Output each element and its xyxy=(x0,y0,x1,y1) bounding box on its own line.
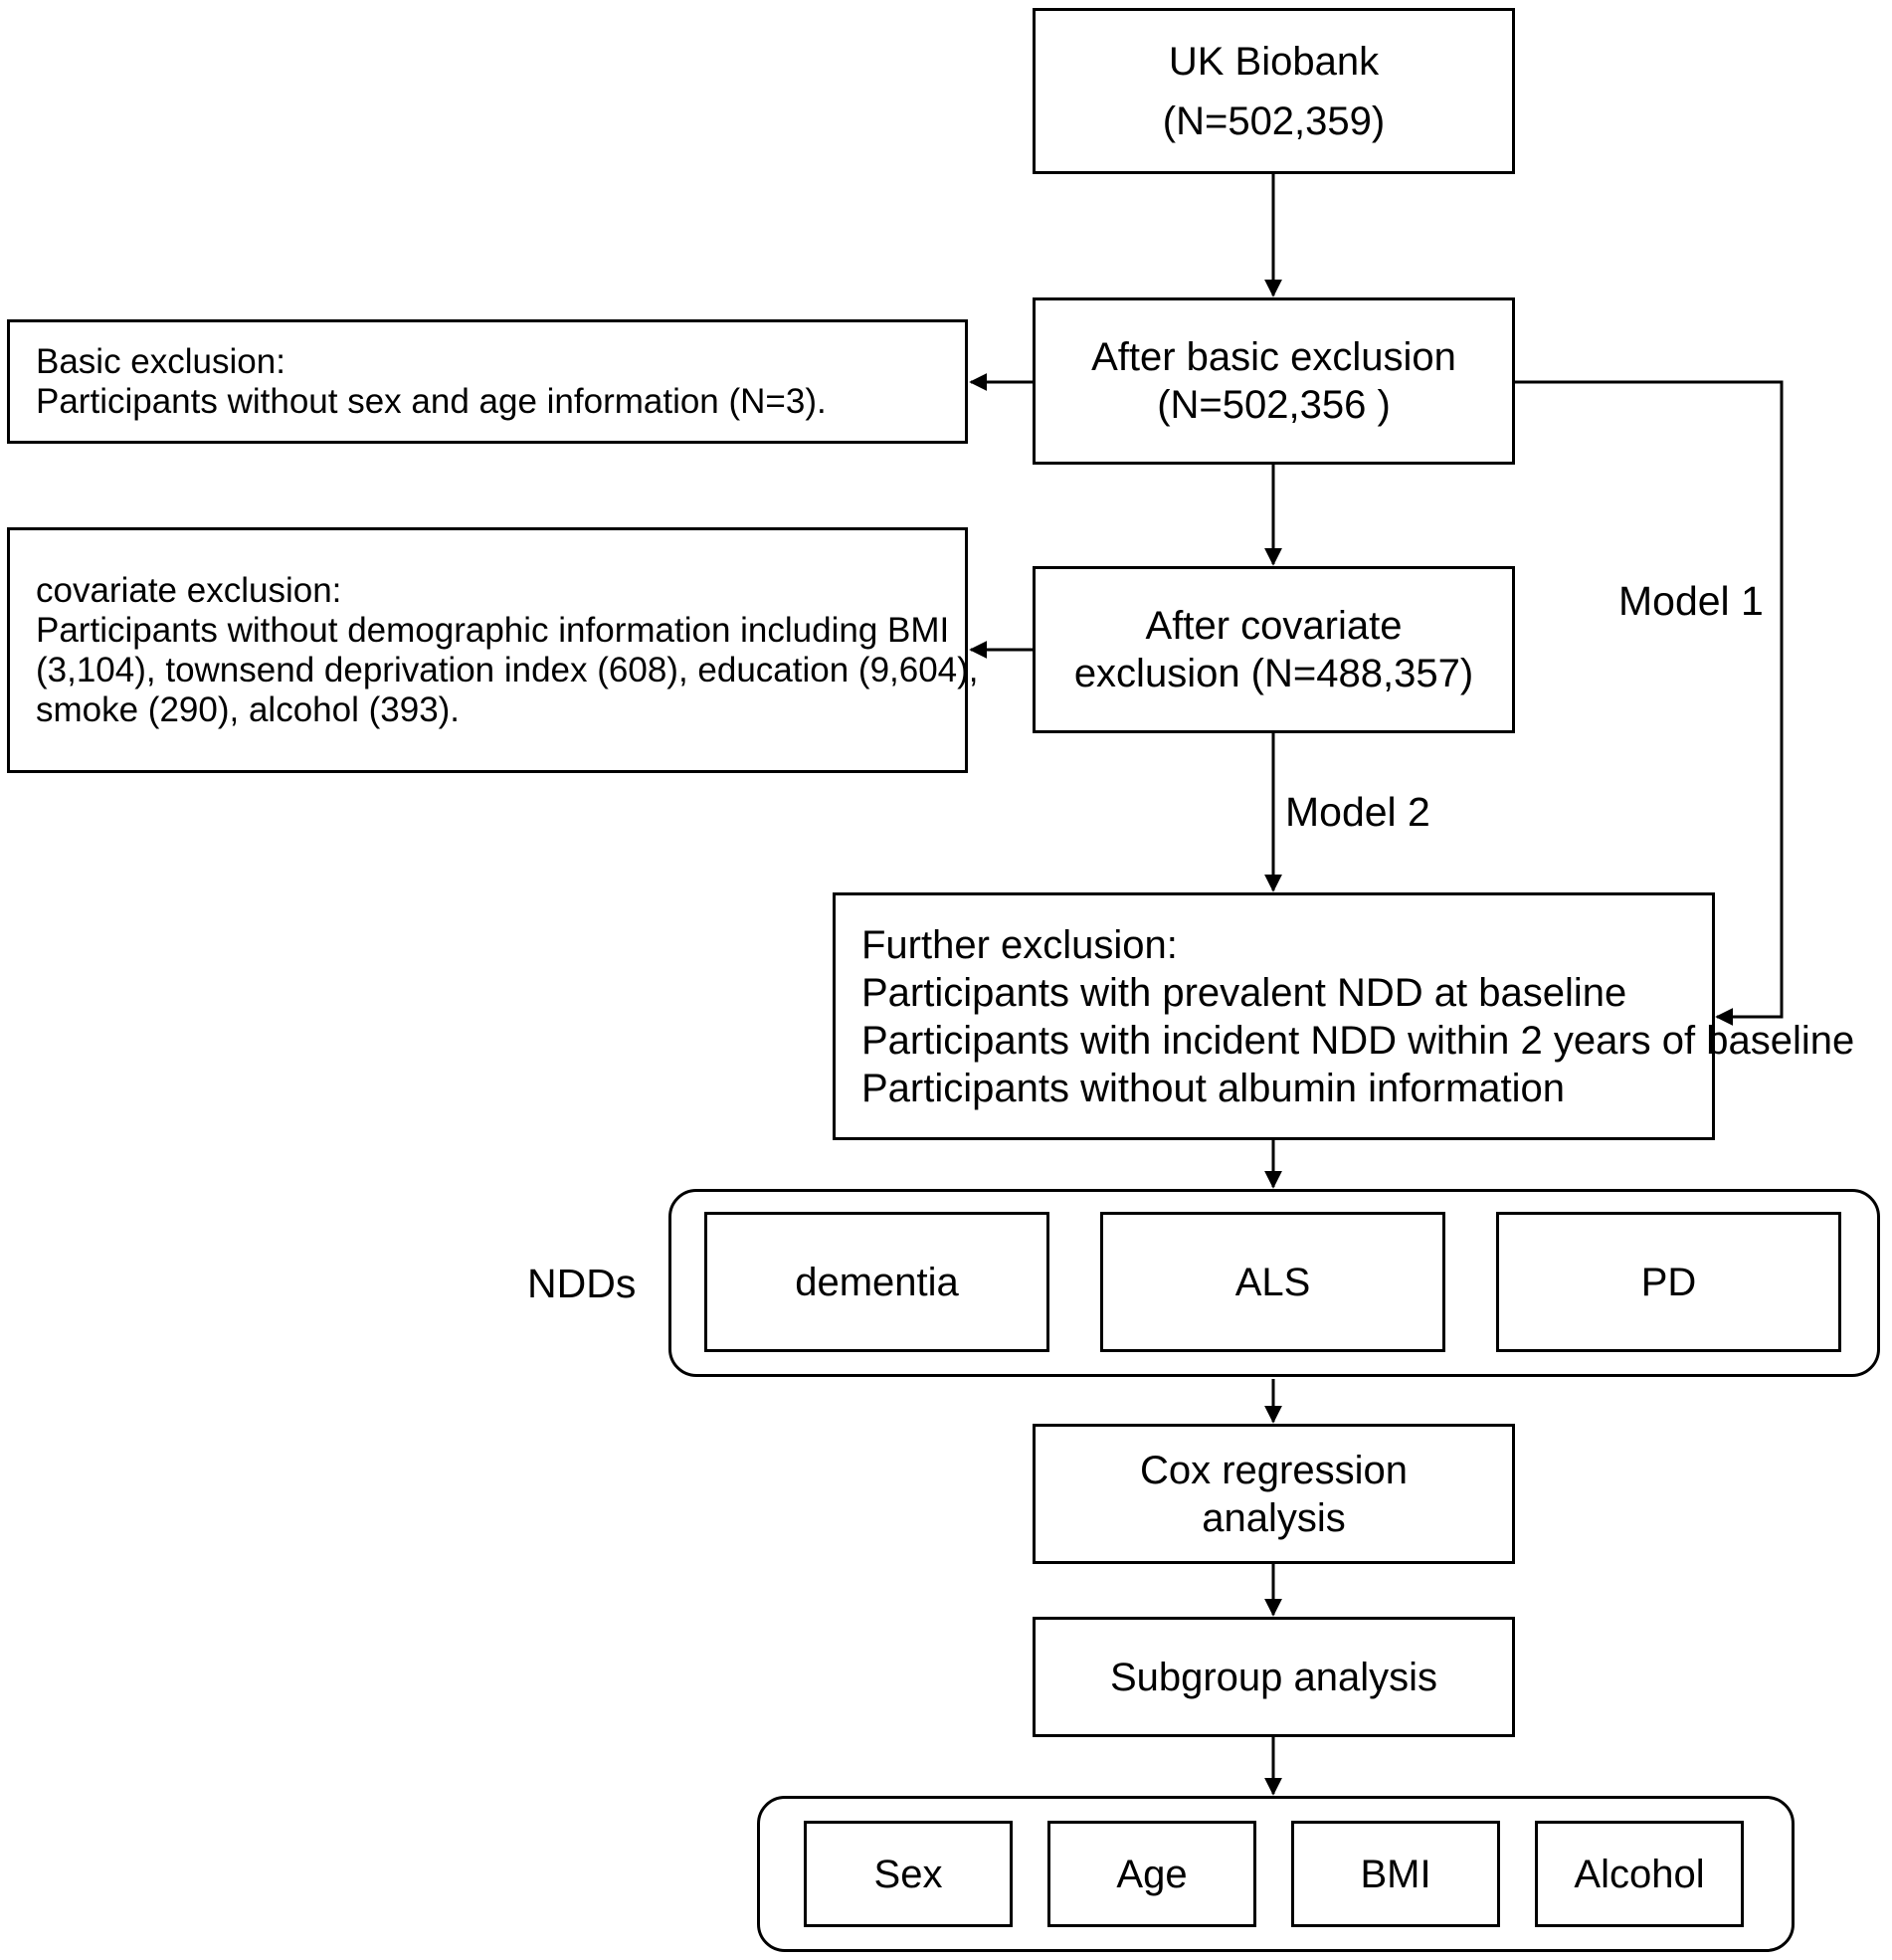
node-further-exclusion-line-1: Further exclusion: xyxy=(861,922,1178,967)
node-further-exclusion-line-4: Participants without albumin information xyxy=(861,1066,1566,1110)
node-sex-label: Sex xyxy=(873,1852,943,1896)
node-pd-label: PD xyxy=(1640,1260,1697,1304)
node-basic-exclusion-note-line-2: Participants without sex and age informa… xyxy=(36,381,827,421)
node-after-basic-exclusion-line-2: (N=502,356 ) xyxy=(1157,383,1391,427)
node-uk-biobank: UK Biobank (N=502,359) xyxy=(1033,8,1515,174)
node-dementia-label: dementia xyxy=(795,1260,959,1304)
node-uk-biobank-line-2: (N=502,359) xyxy=(1162,98,1386,143)
node-further-exclusion-line-2: Participants with prevalent NDD at basel… xyxy=(861,970,1627,1015)
node-age: Age xyxy=(1047,1821,1256,1927)
node-further-exclusion-line-3: Participants with incident NDD within 2 … xyxy=(861,1018,1855,1063)
node-after-covariate-exclusion-line-2: exclusion (N=488,357) xyxy=(1073,652,1474,695)
label-ndds: NDDs xyxy=(527,1261,637,1306)
label-model-1: Model 1 xyxy=(1618,578,1764,624)
node-after-covariate-exclusion-line-1: After covariate xyxy=(1145,604,1403,648)
node-pd: PD xyxy=(1496,1212,1841,1352)
node-basic-exclusion-note: Basic exclusion: Participants without se… xyxy=(7,319,968,444)
edge-basic-to-further-model1 xyxy=(1514,380,1784,1026)
node-sex: Sex xyxy=(804,1821,1013,1927)
node-uk-biobank-line-1: UK Biobank xyxy=(1168,39,1380,84)
node-alcohol: Alcohol xyxy=(1535,1821,1744,1927)
node-cox-regression-line-1: Cox regression xyxy=(1139,1448,1408,1492)
node-covariate-exclusion-note-line-3: (3,104), townsend deprivation index (608… xyxy=(36,650,979,689)
node-cox-regression: Cox regression analysis xyxy=(1033,1424,1515,1564)
node-subgroup-analysis: Subgroup analysis xyxy=(1033,1617,1515,1737)
node-subgroup-analysis-label: Subgroup analysis xyxy=(1109,1655,1438,1699)
node-cox-regression-line-2: analysis xyxy=(1202,1495,1346,1540)
node-covariate-exclusion-note-line-2: Participants without demographic informa… xyxy=(36,610,950,650)
node-after-basic-exclusion: After basic exclusion (N=502,356 ) xyxy=(1033,297,1515,465)
node-covariate-exclusion-note: covariate exclusion: Participants withou… xyxy=(7,527,979,773)
node-als: ALS xyxy=(1100,1212,1445,1352)
subgroup-variables-group xyxy=(757,1796,1795,1952)
ndds-group xyxy=(668,1189,1880,1377)
node-after-covariate-exclusion: After covariate exclusion (N=488,357) xyxy=(1033,566,1515,733)
node-after-basic-exclusion-line-1: After basic exclusion xyxy=(1091,335,1456,379)
node-age-label: Age xyxy=(1116,1852,1188,1896)
node-alcohol-label: Alcohol xyxy=(1574,1852,1705,1896)
label-model-2: Model 2 xyxy=(1285,789,1430,835)
node-covariate-exclusion-note-line-4: smoke (290), alcohol (393). xyxy=(36,689,461,729)
node-als-label: ALS xyxy=(1234,1260,1311,1304)
node-covariate-exclusion-note-line-1: covariate exclusion: xyxy=(36,570,342,610)
node-dementia: dementia xyxy=(704,1212,1049,1352)
node-bmi-label: BMI xyxy=(1360,1852,1431,1896)
node-bmi: BMI xyxy=(1291,1821,1500,1927)
node-further-exclusion: Further exclusion: Participants with pre… xyxy=(833,892,1854,1140)
node-basic-exclusion-note-line-1: Basic exclusion: xyxy=(36,341,285,381)
